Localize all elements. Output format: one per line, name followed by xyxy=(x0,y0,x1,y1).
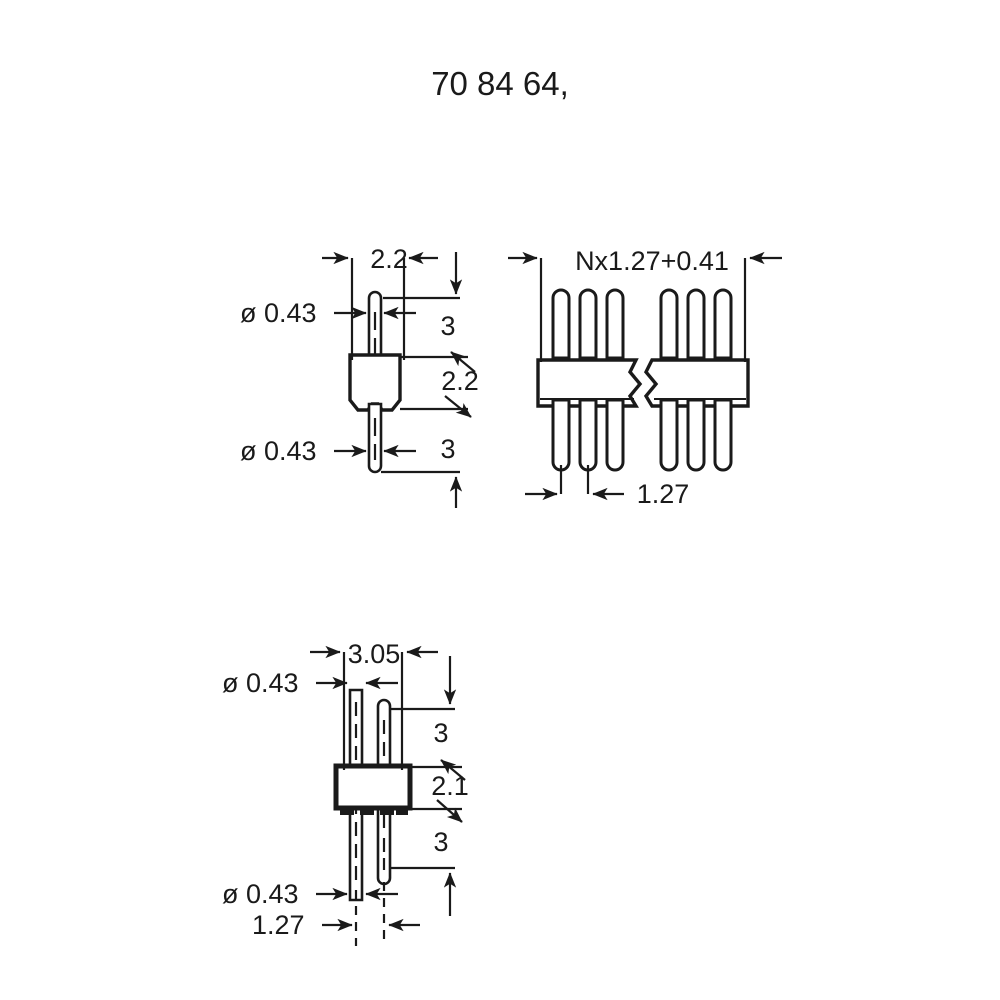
top-pin-4 xyxy=(659,288,679,360)
dim-width-3p05: 3.05 xyxy=(310,639,438,770)
dim-label-pitch-dual: 1.27 xyxy=(252,910,305,940)
top-pin-5 xyxy=(686,288,706,360)
dim-label-len-dual-bottom: 3 xyxy=(433,827,448,857)
dim-dia-bottom-dual: ø 0.43 xyxy=(222,879,398,909)
view-single-row-side: 2.2 ø 0.43 3 2.2 ø 0.43 xyxy=(240,244,479,508)
top-pins-left-group xyxy=(551,288,625,360)
top-pin-3 xyxy=(605,288,625,360)
dual-row-body-geometry xyxy=(333,763,413,815)
dim-dia-0p43-bottom: ø 0.43 xyxy=(240,436,416,466)
dim-pitch-1p27: 1.27 xyxy=(525,465,689,509)
body-right-half xyxy=(643,358,750,408)
body-arrow-down xyxy=(444,395,472,418)
top-pin-2 xyxy=(578,288,598,360)
body-outline xyxy=(348,353,402,412)
body-foot-1 xyxy=(340,808,354,815)
top-pin-1 xyxy=(551,288,571,360)
dim-label-width-3p05: 3.05 xyxy=(348,639,401,669)
dim-len-3-bottom: 3 xyxy=(381,434,463,508)
top-pins-right-group xyxy=(659,288,733,360)
view-dual-row-side: 3.05 ø 0.43 3 2.1 3 xyxy=(222,639,469,946)
dim-dia-0p43-top: ø 0.43 xyxy=(240,298,416,328)
bottom-pins-left-group xyxy=(551,398,625,472)
dim-label-len-dual-top: 3 xyxy=(433,718,448,748)
dim-label-dia-bottom-dual: ø 0.43 xyxy=(222,879,299,909)
body-geometry xyxy=(348,353,402,412)
dim-body-2p2: 2.2 xyxy=(400,351,479,418)
bottom-pin-1 xyxy=(551,398,571,472)
bottom-pin-5 xyxy=(686,398,706,472)
dim-label-pitch: 1.27 xyxy=(637,479,690,509)
dim-pitch-dual: 1.27 xyxy=(252,882,420,946)
bottom-pin-outline xyxy=(367,402,383,474)
dim-len-3-dual-top: 3 xyxy=(390,656,457,748)
dim-len-3-dual-bottom: 3 xyxy=(390,827,457,916)
dim-label-body-2p1: 2.1 xyxy=(431,771,469,801)
dim-label-dia-bottom: ø 0.43 xyxy=(240,436,317,466)
body2p1-arrow-down xyxy=(436,799,463,823)
body-foot-3 xyxy=(380,808,394,815)
bottom-pin-4 xyxy=(659,398,679,472)
body-foot-4 xyxy=(396,808,408,815)
pin-bottom-geometry xyxy=(367,402,383,474)
top-pin-6 xyxy=(713,288,733,360)
dim-body-2p1: 2.1 xyxy=(410,759,469,823)
dim-label-dia-top-dual: ø 0.43 xyxy=(222,668,299,698)
view-multi-pin-front: Nx1.27+0.41 1.27 xyxy=(508,246,782,509)
drawing-title: 70 84 64, xyxy=(431,65,569,102)
dim-len-3-top: 3 xyxy=(383,252,463,341)
dim-label-overall-width: Nx1.27+0.41 xyxy=(575,246,729,276)
body-arrow-up xyxy=(450,351,476,373)
dim-dia-top-dual: ø 0.43 xyxy=(222,668,398,698)
dim-label-width-top: 2.2 xyxy=(370,244,408,274)
bottom-pin-6 xyxy=(713,398,733,472)
bottom-pins-right-group xyxy=(659,398,733,472)
dim-overall-width: Nx1.27+0.41 xyxy=(508,246,782,362)
dim-label-body-height: 2.2 xyxy=(441,366,479,396)
dual-row-body-outline xyxy=(333,763,413,811)
bottom-pin-2 xyxy=(578,398,598,472)
dim-label-dia-top: ø 0.43 xyxy=(240,298,317,328)
dim-label-pinlen-top: 3 xyxy=(440,311,455,341)
body2p1-arrow-up xyxy=(440,759,466,781)
body-foot-2 xyxy=(360,808,374,815)
dim-label-pinlen-bottom: 3 xyxy=(440,434,455,464)
bottom-pin-3 xyxy=(605,398,625,472)
